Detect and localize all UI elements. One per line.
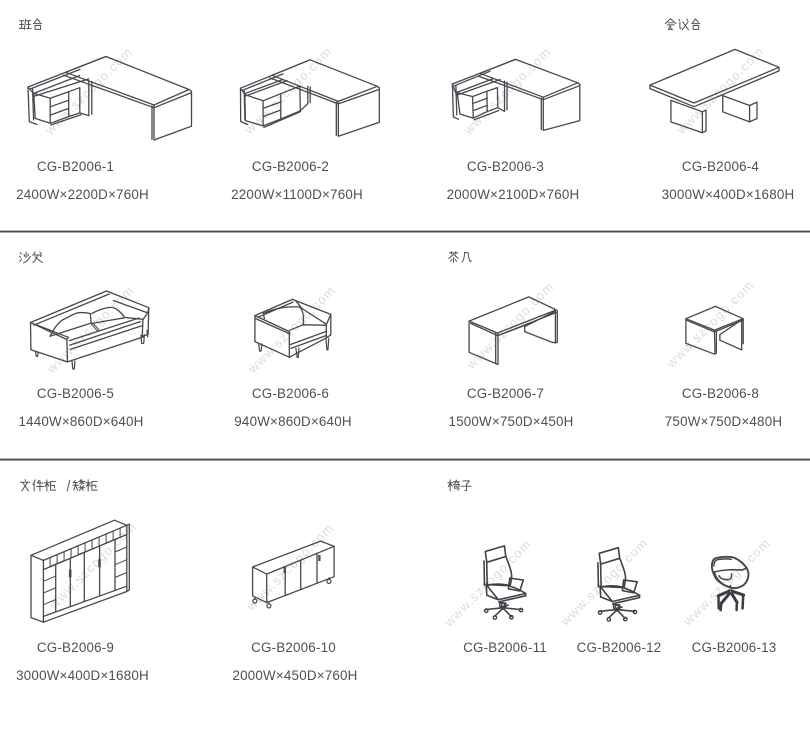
svg-text:www.szcogo.com: www.szcogo.com — [679, 535, 773, 629]
svg-text:www.szcogo.com: www.szcogo.com — [43, 282, 137, 376]
svg-text:www.szcogo.com: www.szcogo.com — [673, 43, 767, 137]
